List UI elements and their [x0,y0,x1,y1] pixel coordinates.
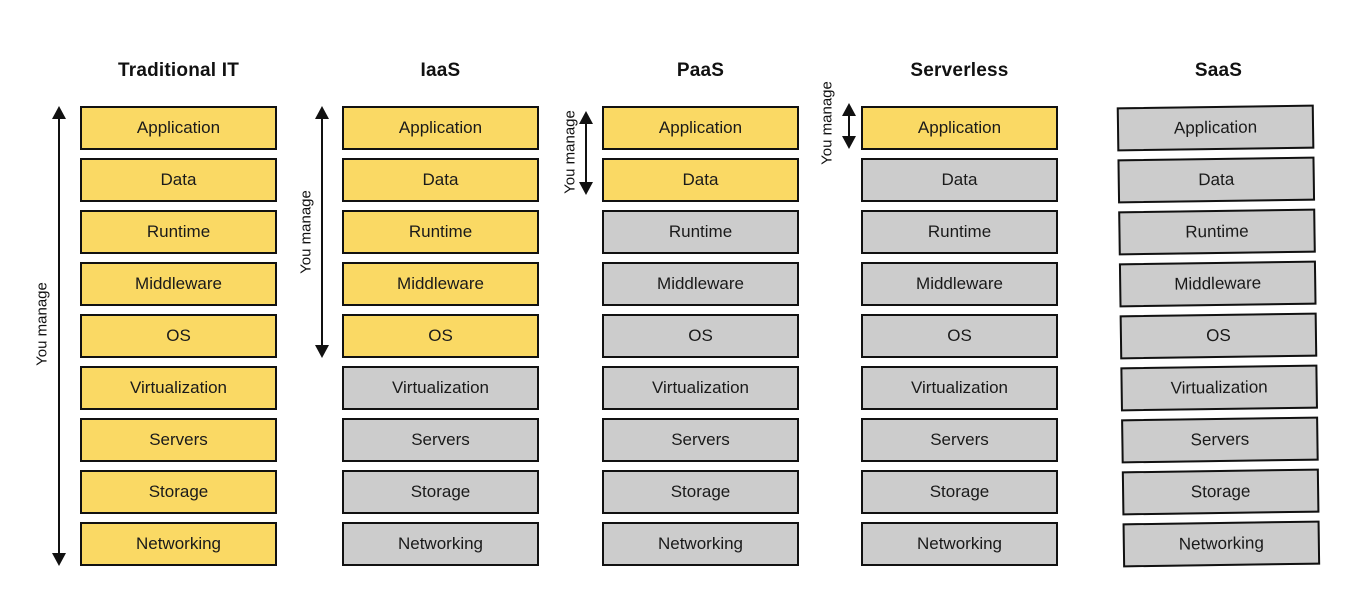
column-title-traditional-it: Traditional IT [117,60,240,81]
layer-os: OS [342,314,539,358]
layer-servers: Servers [602,418,799,462]
layer-networking: Networking [861,522,1058,566]
arrow-up-icon [579,111,593,124]
layer-storage: Storage [1121,468,1320,516]
layer-runtime: Runtime [342,210,539,254]
arrow-up-icon [842,103,856,116]
layer-servers: Servers [861,418,1058,462]
layer-runtime: Runtime [80,210,277,254]
layer-networking: Networking [80,522,277,566]
arrow-line [585,120,587,186]
arrow-down-icon [315,345,329,358]
layer-virtualization: Virtualization [342,366,539,410]
arrow-line [848,112,850,140]
layer-storage: Storage [602,470,799,514]
layer-data: Data [342,158,539,202]
layer-application: Application [80,106,277,150]
you-manage-arrow-traditional-it [52,106,66,566]
layer-runtime: Runtime [1118,208,1316,256]
layer-os: OS [602,314,799,358]
layer-virtualization: Virtualization [602,366,799,410]
layer-stack: Application Data Runtime Middleware OS V… [342,106,539,574]
layer-servers: Servers [342,418,539,462]
you-manage-label-serverless: You manage [818,81,836,165]
layer-application: Application [861,106,1058,150]
layer-networking: Networking [342,522,539,566]
layer-storage: Storage [80,470,277,514]
layer-runtime: Runtime [602,210,799,254]
layer-stack: Application Data Runtime Middleware OS V… [1116,104,1321,576]
layer-storage: Storage [861,470,1058,514]
you-manage-arrow-paas [579,111,593,195]
arrow-line [321,115,323,349]
arrow-up-icon [315,106,329,119]
you-manage-label-iaas: You manage [297,190,315,274]
layer-application: Application [1116,104,1315,152]
layer-os: OS [80,314,277,358]
column-title-iaas: IaaS [420,60,461,81]
arrow-down-icon [842,136,856,149]
layer-application: Application [342,106,539,150]
column-title-saas: SaaS [1194,60,1243,81]
layer-data: Data [1117,156,1316,204]
you-manage-label-traditional-it: You manage [33,282,51,366]
layer-stack: Application Data Runtime Middleware OS V… [602,106,799,574]
layer-data: Data [80,158,277,202]
column-title-serverless: Serverless [910,60,1009,81]
layer-middleware: Middleware [861,262,1058,306]
layer-servers: Servers [80,418,277,462]
layer-data: Data [861,158,1058,202]
layer-data: Data [602,158,799,202]
you-manage-arrow-serverless [842,103,856,149]
layer-virtualization: Virtualization [1120,364,1318,412]
arrow-down-icon [579,182,593,195]
layer-os: OS [1119,312,1318,360]
layer-runtime: Runtime [861,210,1058,254]
you-manage-label-paas: You manage [561,110,579,194]
layer-stack: Application Data Runtime Middleware OS V… [861,106,1058,574]
layer-middleware: Middleware [602,262,799,306]
column-title-paas: PaaS [676,60,725,81]
layer-networking: Networking [1122,520,1321,568]
layer-stack: Application Data Runtime Middleware OS V… [80,106,277,574]
arrow-up-icon [52,106,66,119]
layer-middleware: Middleware [80,262,277,306]
layer-virtualization: Virtualization [80,366,277,410]
layer-os: OS [861,314,1058,358]
layer-servers: Servers [1121,416,1319,464]
layer-middleware: Middleware [342,262,539,306]
arrow-down-icon [52,553,66,566]
layer-middleware: Middleware [1118,260,1317,308]
layer-virtualization: Virtualization [861,366,1058,410]
layer-storage: Storage [342,470,539,514]
layer-application: Application [602,106,799,150]
layer-networking: Networking [602,522,799,566]
you-manage-arrow-iaas [315,106,329,358]
arrow-line [58,115,60,557]
